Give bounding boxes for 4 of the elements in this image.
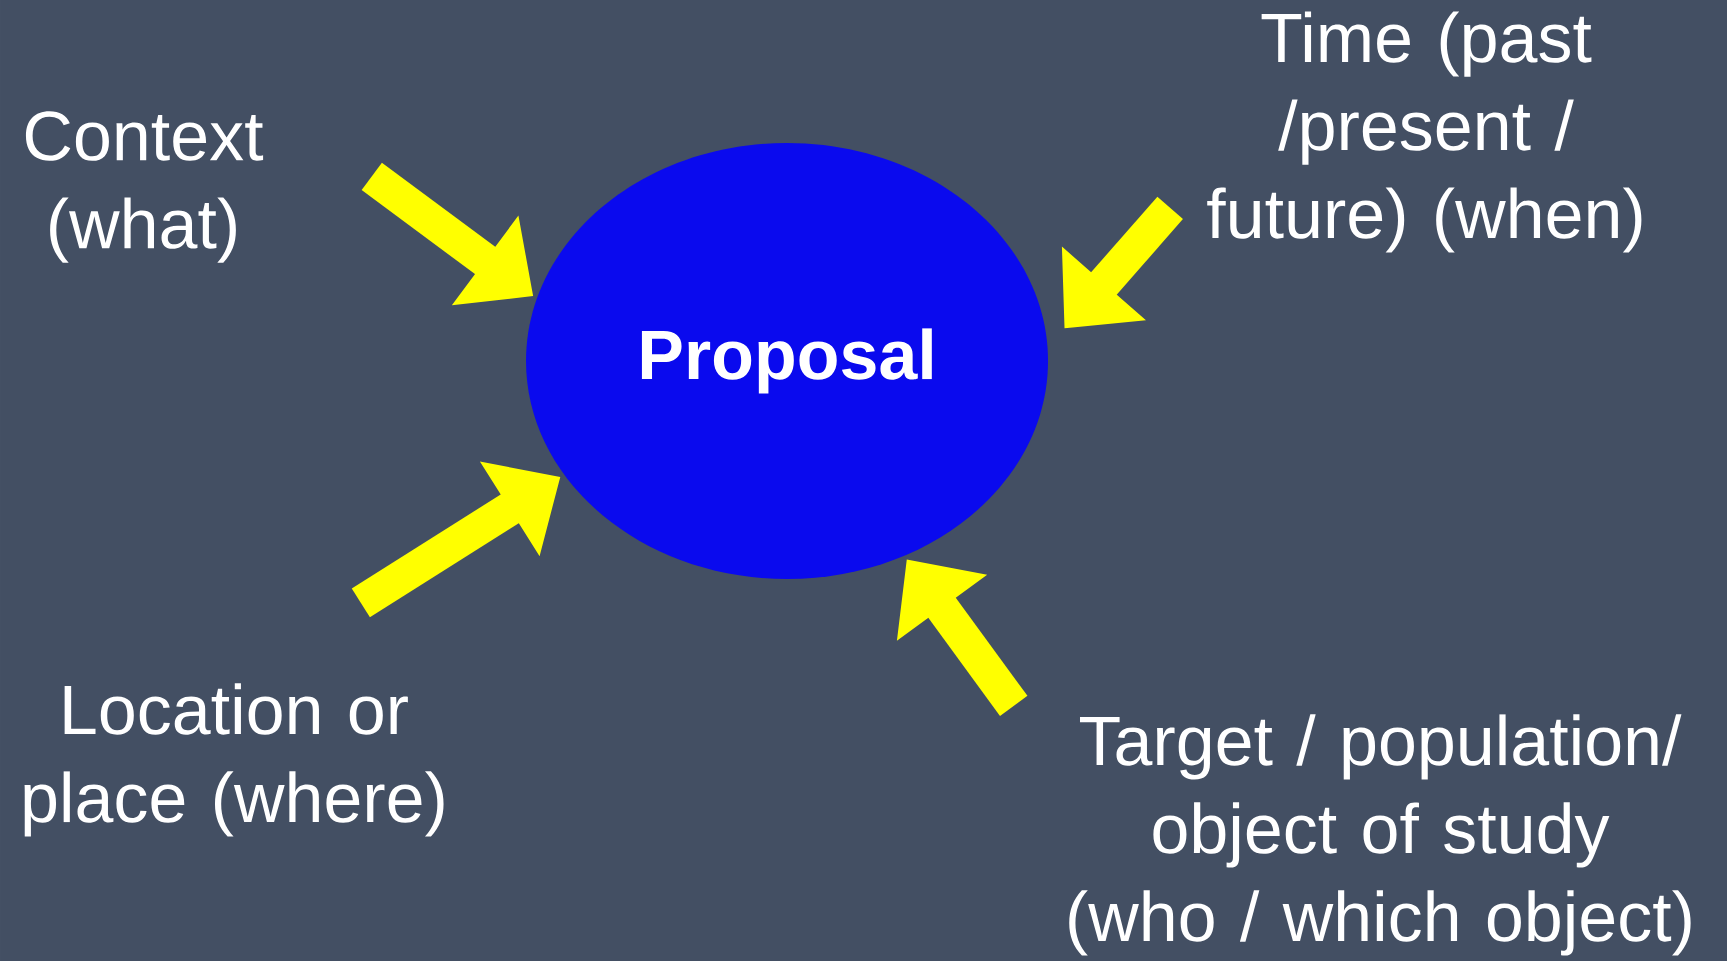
- text-label: Location or place (where): [24, 683, 444, 837]
- text-label: Context (what): [25, 111, 264, 263]
- text-label: Target / population/ object of study (who / which object): [1069, 714, 1691, 956]
- text-label: Time (past /present / future) (when): [1207, 11, 1642, 253]
